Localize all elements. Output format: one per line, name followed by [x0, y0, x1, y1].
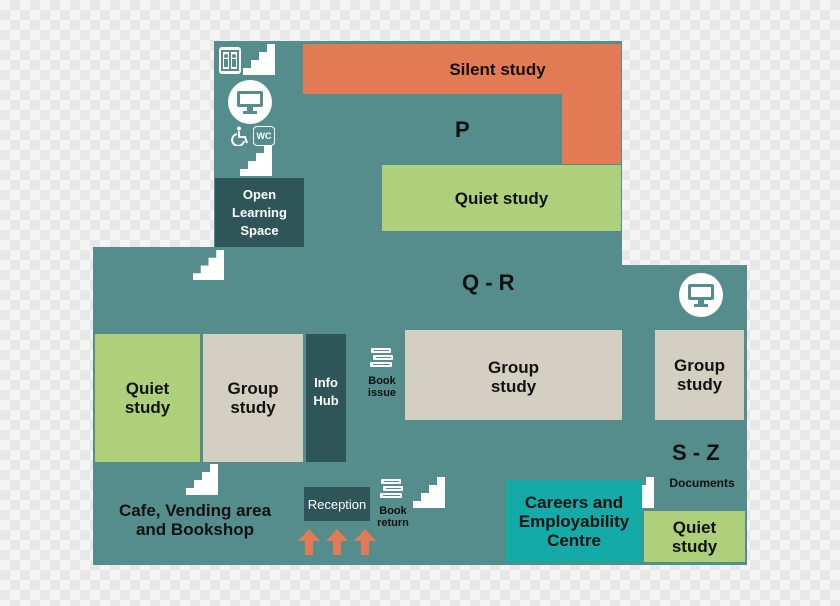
books-icon	[380, 479, 403, 498]
entrance-arrow-icon	[354, 529, 376, 555]
stairs-icon	[193, 250, 224, 280]
quiet-study-bottom: Quiet study	[644, 511, 745, 562]
books-icon	[370, 348, 393, 367]
cafe-label: Cafe, Vending area and Bookshop	[118, 501, 272, 539]
careers-label: Careers and Employability Centre	[518, 492, 630, 550]
silent-study-label: Silent study	[449, 59, 546, 79]
section-q-r-label: Q - R	[462, 270, 515, 295]
section-p-label: P	[455, 117, 470, 142]
lift-icon	[219, 47, 241, 74]
reception-label: Reception	[307, 496, 367, 512]
book-issue-label: Book issue	[367, 375, 397, 399]
book-return-label: Book return	[377, 505, 409, 529]
computer-icon	[679, 273, 723, 317]
cafe-vending-bookshop-label: Cafe, Vending area and Bookshop	[105, 498, 285, 542]
careers-employability-centre: Careers and Employability Centre	[506, 480, 642, 562]
group-study-left: Group study	[203, 334, 303, 462]
open-learning-space: Open Learning Space	[215, 178, 304, 247]
stairs-icon	[240, 145, 272, 176]
wc-label: WC	[256, 131, 272, 141]
quiet-study-left: Quiet study	[95, 334, 200, 462]
quiet-study-left-label: Quiet study	[124, 379, 171, 417]
open-learning-space-label: Open Learning Space	[232, 186, 287, 238]
quiet-study-bottom-label: Quiet study	[671, 517, 718, 556]
section-s-z-label: S - Z	[672, 440, 720, 465]
computer-icon	[228, 80, 272, 124]
wc-icon: WC	[253, 126, 275, 146]
group-study-right: Group study	[655, 330, 744, 420]
documents-label: Documents	[669, 476, 735, 490]
stairs-icon	[413, 477, 445, 508]
quiet-study-top: Quiet study	[382, 165, 621, 231]
wheelchair-icon	[231, 126, 248, 146]
reception: Reception	[304, 487, 370, 521]
stairs-icon	[243, 44, 275, 75]
group-study-right-label: Group study	[674, 356, 725, 394]
stairs-icon	[186, 464, 218, 495]
group-study-center: Group study	[405, 330, 622, 420]
entrance-arrow-icon	[298, 529, 320, 555]
info-hub-label: Info Hub	[313, 375, 339, 408]
entrance-arrow-icon	[326, 529, 348, 555]
group-study-center-label: Group study	[488, 358, 539, 396]
info-hub: Info Hub	[306, 334, 346, 462]
silent-study-side	[562, 44, 621, 164]
group-study-left-label: Group study	[227, 379, 279, 417]
